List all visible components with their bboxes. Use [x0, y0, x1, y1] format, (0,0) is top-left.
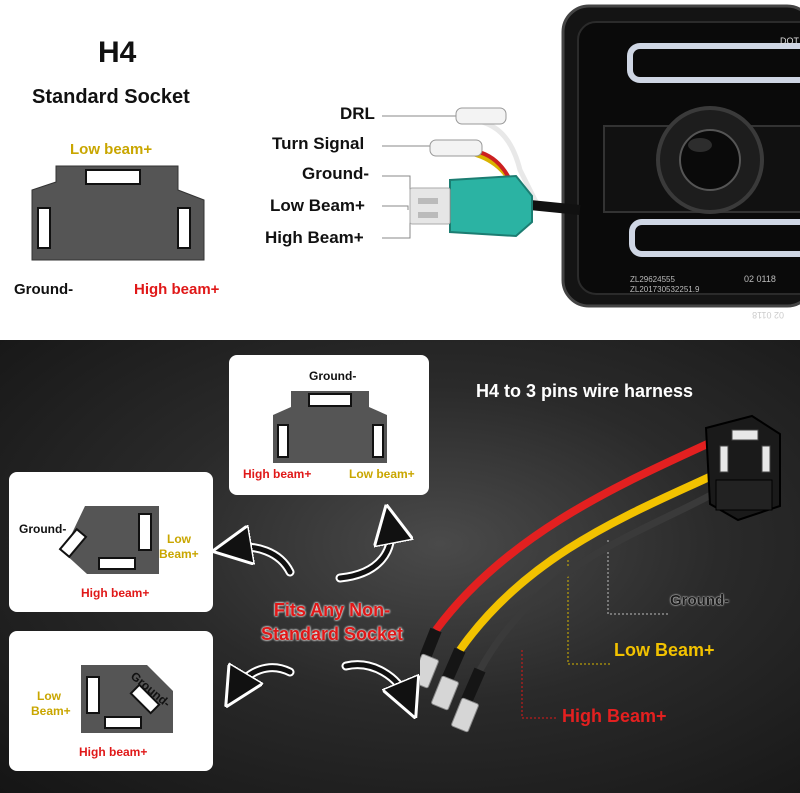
socket-subtitle: Standard Socket	[32, 86, 190, 108]
lamp-date: 02 0118	[744, 274, 776, 284]
socket-label-low-beam: Low beam+	[70, 141, 153, 158]
wire-label-turn-signal: Turn Signal	[272, 134, 365, 153]
harness-label-low-beam: Low Beam+	[614, 640, 715, 660]
card3-label-high-beam: High beam+	[79, 745, 148, 759]
socket-label-high-beam: High beam+	[134, 281, 220, 298]
drl-plug	[455, 107, 507, 125]
card3-label-beam: Beam+	[31, 704, 71, 718]
card2-label-low: Low	[167, 532, 191, 546]
arrow-up-right	[337, 524, 391, 581]
socket-card-3: Low Beam+ Ground- High beam+	[9, 631, 213, 771]
arrow-left	[232, 547, 293, 575]
socket-label-ground: Ground-	[14, 281, 74, 298]
turn-signal-plug	[429, 139, 483, 157]
socket-card-2: Ground- Low Beam+ High beam+	[9, 472, 213, 612]
harness-title: H4 to 3 pins wire harness	[476, 381, 694, 401]
socket-title: H4	[98, 36, 137, 69]
lamp-code-2: ZL201730532251.9	[630, 285, 700, 294]
socket-card-1: Ground- High beam+ Low beam+	[229, 355, 429, 495]
bottom-panel: Ground- High beam+ Low beam+ Ground- Low…	[0, 340, 800, 793]
card1-label-ground: Ground-	[309, 369, 357, 383]
card1-label-high-beam: High beam+	[243, 467, 312, 481]
standard-socket-diagram	[31, 165, 205, 261]
wire-harness-illustration	[420, 414, 781, 733]
h4-connector	[449, 174, 533, 238]
arrow-down-left	[236, 668, 293, 690]
wire-label-ground: Ground-	[302, 164, 370, 183]
socket-pin-right	[177, 207, 191, 249]
arrow-down-right	[343, 662, 408, 700]
lamp-dot-text: DOT	[780, 36, 800, 46]
wire-label-low-beam: Low Beam+	[270, 196, 365, 215]
card2-label-beam: Beam+	[159, 547, 199, 561]
socket-pin-top	[85, 169, 141, 185]
wire-label-drl: DRL	[340, 104, 375, 123]
harness-label-high-beam: High Beam+	[562, 706, 667, 726]
card3-label-low: Low	[37, 689, 61, 703]
card1-label-low-beam: Low beam+	[349, 467, 415, 481]
direction-arrows	[0, 340, 440, 793]
harness-label-ground: Ground-	[670, 592, 730, 609]
headlight-illustration: DOT ZL29624555 ZL201730532251.9 02 0118 …	[382, 4, 800, 320]
fits-line-1: Fits Any Non-	[273, 600, 391, 620]
lamp-code-1: ZL29624555	[630, 275, 675, 284]
card2-label-ground: Ground-	[19, 522, 67, 536]
fits-line-2: Standard Socket	[260, 624, 404, 644]
wire-label-high-beam: High Beam+	[265, 228, 364, 247]
top-panel: H4 Standard Socket Low beam+ Ground- Hig…	[0, 0, 800, 340]
fits-any-socket-text: Fits Any Non- Standard Socket	[242, 598, 422, 646]
lamp-date-mirror: 02 0118	[752, 310, 784, 320]
card2-label-high-beam: High beam+	[81, 586, 150, 600]
socket-pin-left	[37, 207, 51, 249]
